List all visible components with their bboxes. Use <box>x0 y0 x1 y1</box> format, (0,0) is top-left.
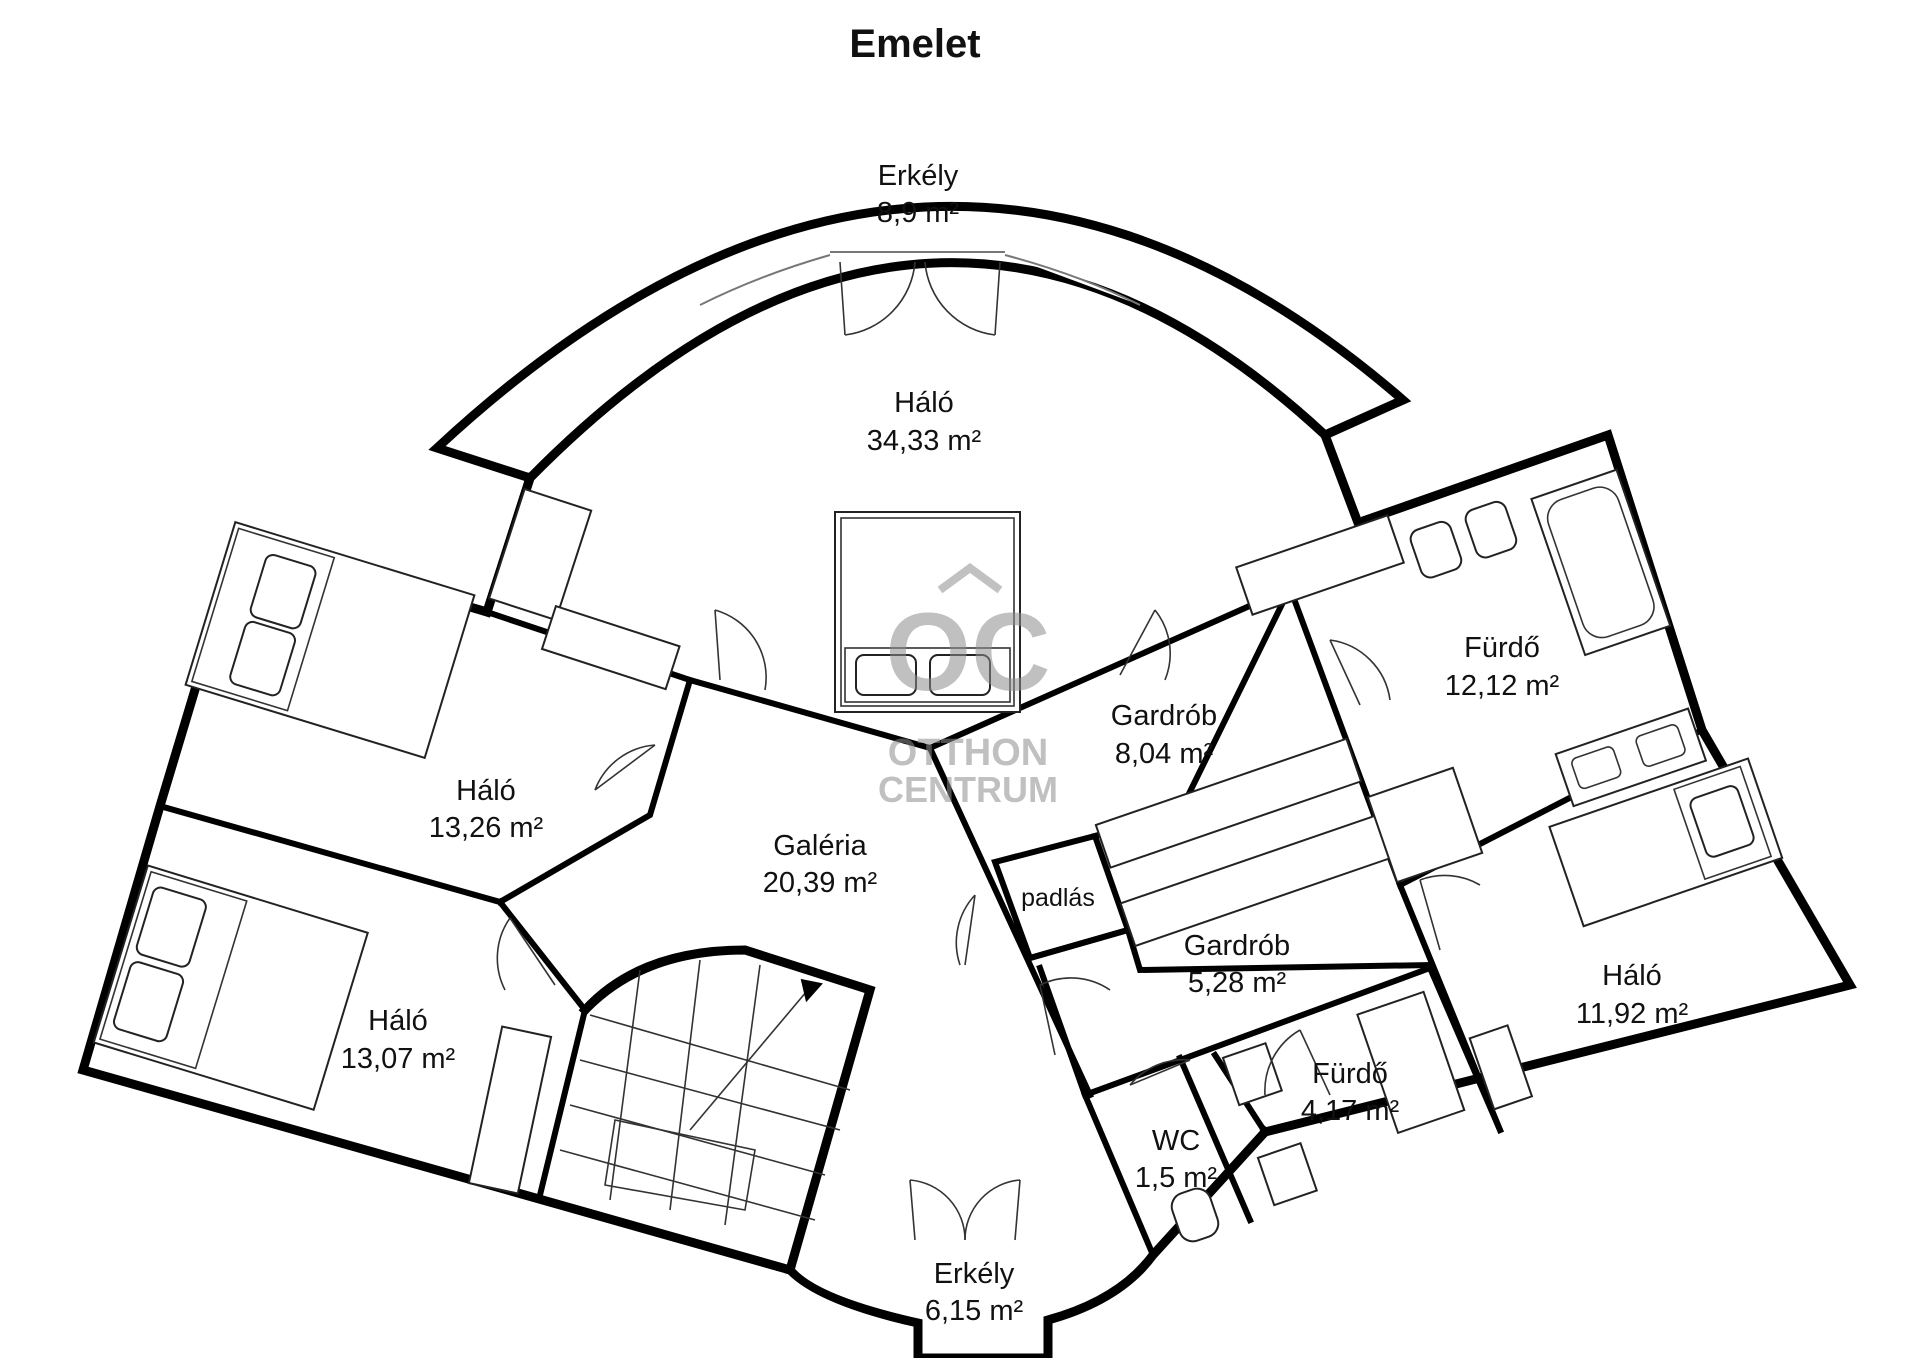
svg-text:Háló: Háló <box>368 1005 428 1037</box>
bath-small-fixtures <box>1170 990 1466 1243</box>
bath-large-fixtures <box>1366 468 1708 884</box>
room-label-halo-right: Háló 11,92 m² <box>1576 960 1689 1030</box>
svg-text:13,07 m²: 13,07 m² <box>341 1043 456 1075</box>
room-label-furdo-large: Fürdő 12,12 m² <box>1445 632 1560 702</box>
room-label-wc: WC 1,5 m² <box>1135 1125 1218 1194</box>
svg-text:Erkély: Erkély <box>878 160 959 192</box>
svg-text:13,26 m²: 13,26 m² <box>429 812 544 844</box>
room-label-erkely-top: Erkély 8,9 m² <box>877 160 960 229</box>
svg-text:WC: WC <box>1152 1125 1200 1157</box>
svg-text:padlás: padlás <box>1021 884 1095 912</box>
svg-text:Gardrób: Gardrób <box>1111 700 1217 732</box>
svg-text:34,33 m²: 34,33 m² <box>867 425 982 457</box>
plan-title: Emelet <box>849 22 980 66</box>
left-lower-wardrobe <box>467 1025 553 1195</box>
left-lower-bed <box>92 864 369 1111</box>
svg-text:Gardrób: Gardrób <box>1184 930 1290 962</box>
watermark-line-1: OTTHON <box>888 732 1048 774</box>
svg-text:Fürdő: Fürdő <box>1464 632 1540 664</box>
right-bed <box>1548 757 1784 928</box>
svg-text:5,28 m²: 5,28 m² <box>1188 967 1287 999</box>
room-label-erkely-bottom: Erkély 6,15 m² <box>925 1258 1024 1327</box>
svg-text:Fürdő: Fürdő <box>1312 1058 1388 1090</box>
staircase <box>559 959 851 1226</box>
watermark-roof-icon <box>937 563 1003 594</box>
svg-text:8,04 m²: 8,04 m² <box>1115 738 1214 770</box>
doors <box>496 261 1481 1241</box>
master-windows <box>699 251 1141 306</box>
left-upper-bed <box>184 520 476 760</box>
room-label-furdo-small: Fürdő 4,17 m² <box>1301 1058 1400 1127</box>
svg-text:Háló: Háló <box>894 387 954 419</box>
interior-walls <box>156 564 1707 1276</box>
svg-text:4,17 m²: 4,17 m² <box>1301 1095 1400 1127</box>
room-label-gardrob-lower: Gardrób 5,28 m² <box>1184 930 1290 999</box>
svg-text:11,92 m²: 11,92 m² <box>1576 998 1689 1030</box>
watermark-logo: OC OTTHON CENTRUM <box>878 563 1058 810</box>
svg-text:1,5 m²: 1,5 m² <box>1135 1162 1218 1194</box>
svg-text:Háló: Háló <box>456 775 516 807</box>
right-wardrobe <box>1468 1024 1534 1111</box>
master-bed <box>834 511 1021 713</box>
svg-text:12,12 m²: 12,12 m² <box>1445 670 1560 702</box>
gardrob-shelves <box>1094 737 1392 948</box>
watermark-line-2: CENTRUM <box>878 769 1058 810</box>
room-label-halo-master: Háló 34,33 m² <box>867 387 982 457</box>
master-wardrobes <box>487 487 1406 691</box>
room-label-halo-left-upper: Háló 13,26 m² <box>429 775 544 844</box>
svg-text:6,15 m²: 6,15 m² <box>925 1295 1024 1327</box>
svg-text:Háló: Háló <box>1602 960 1662 992</box>
svg-text:Galéria: Galéria <box>773 830 867 862</box>
room-label-padlas: padlás <box>1021 884 1095 912</box>
balcony-top-outline <box>428 201 1412 484</box>
svg-text:20,39 m²: 20,39 m² <box>763 867 878 899</box>
svg-text:8,9 m²: 8,9 m² <box>877 197 960 229</box>
room-label-halo-left-lower: Háló 13,07 m² <box>341 1005 456 1075</box>
room-label-galeria: Galéria 20,39 m² <box>763 830 878 899</box>
svg-text:Erkély: Erkély <box>934 1258 1015 1290</box>
watermark-mark: OC <box>886 591 1051 714</box>
room-label-gardrob-upper: Gardrób 8,04 m² <box>1111 700 1217 770</box>
